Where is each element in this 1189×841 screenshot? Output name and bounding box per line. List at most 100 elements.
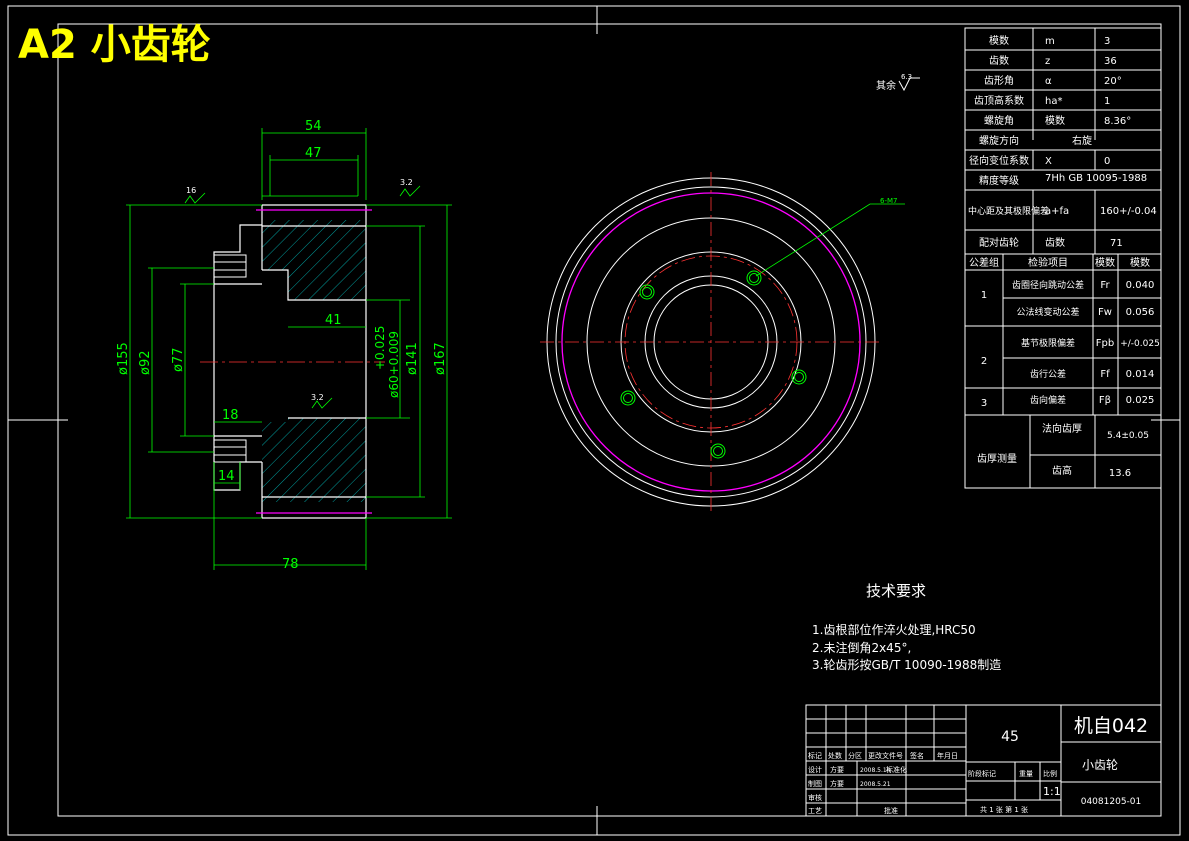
tapped-holes [213, 254, 247, 463]
tol-1-sym: Fw [1098, 307, 1112, 318]
tol-header-sym: 模数 [1095, 256, 1115, 269]
thickness-r1: 法向齿厚 [1042, 422, 1082, 435]
tol-4-sym: Fβ [1099, 395, 1111, 406]
dim-d141: ø141 [405, 342, 420, 375]
bolt-holes [620, 270, 807, 459]
tol-header-group: 公差组 [969, 256, 999, 269]
drawing-title: A2 小齿轮 [18, 22, 211, 68]
hatch-upper [262, 220, 366, 300]
tb-design-date: 2008.5.14 [860, 767, 891, 774]
param-6-sym: X [1045, 156, 1052, 167]
tb-check: 审核 [808, 793, 822, 802]
param-3-val: 1 [1104, 96, 1110, 107]
dim-d92: ø92 [138, 351, 153, 376]
param-9-label: 配对齿轮 [979, 236, 1019, 249]
tol-3-val: 0.014 [1126, 369, 1155, 380]
tol-3-sym: Ff [1100, 369, 1110, 380]
roughness-16: 16 [186, 186, 196, 195]
param-7-label: 精度等级 [979, 174, 1019, 187]
tol-0-val: 0.040 [1126, 280, 1155, 291]
tol-0-item: 齿圈径向跳动公差 [1012, 279, 1084, 291]
param-1-val: 36 [1104, 56, 1117, 67]
tb-standard: 标准化 [886, 765, 907, 774]
tol-2-item: 基节极限偏差 [1021, 337, 1075, 349]
requirements-title: 技术要求 [866, 582, 926, 600]
tb-code: 机自042 [1074, 715, 1148, 737]
title-block: 标记 处数 分区 更改文件号 签名 年月日 设计 方要 2008.5.14 标准… [805, 704, 1162, 817]
hole-leader [755, 203, 905, 277]
dim-47: 47 [305, 146, 322, 161]
tb-scale-label: 比例 [1043, 769, 1057, 778]
roughness-icon [898, 77, 920, 92]
tb-drawing-no: 04081205-01 [1081, 797, 1142, 807]
tb-h1: 处数 [828, 751, 842, 760]
part-outline [213, 204, 367, 519]
param-8-label: 中心距及其极限偏差 [968, 205, 1049, 217]
tol-2-group: 2 [981, 356, 987, 367]
tb-stage: 阶段标记 [968, 769, 996, 778]
requirement-2: 2.未注倒角2x45°, [812, 640, 911, 655]
dim-14: 14 [218, 469, 235, 484]
tb-scale: 1:1 [1043, 785, 1061, 798]
param-3-sym: ha* [1045, 96, 1062, 107]
tb-draw-date: 2008.5.21 [860, 781, 891, 788]
surface-rest-label: 其余 [876, 79, 896, 92]
param-6-label: 径向变位系数 [969, 154, 1029, 167]
dim-18: 18 [222, 408, 239, 423]
param-4-label: 螺旋角 [984, 114, 1014, 127]
tol-4-item: 齿向偏差 [1030, 394, 1066, 406]
section-view: 54 47 41 18 14 78 16 3.2 3.2 ø155 ø92 ø7… [116, 119, 452, 572]
tol-4-val: 0.025 [1126, 395, 1155, 406]
tol-0-group: 1 [981, 290, 987, 301]
thickness-label: 齿厚测量 [977, 452, 1017, 465]
tb-approve: 批准 [884, 806, 898, 815]
center-marks [8, 6, 1180, 835]
dim-d60: ø60+0.009 [387, 331, 401, 398]
param-6-val: 0 [1104, 156, 1110, 167]
param-0-sym: m [1045, 36, 1055, 47]
thickness-v2: 13.6 [1109, 468, 1131, 479]
thickness-r2: 齿高 [1052, 464, 1072, 477]
param-1-label: 齿数 [989, 54, 1009, 67]
tb-proc: 工艺 [808, 807, 822, 815]
dim-d167: ø167 [433, 342, 448, 375]
tb-design: 设计 [808, 765, 822, 774]
tol-3-item: 齿行公差 [1030, 368, 1066, 380]
param-4-val: 8.36° [1104, 116, 1131, 127]
dim-54: 54 [305, 119, 322, 134]
dim-d155: ø155 [116, 342, 131, 375]
thickness-v1: 5.4±0.05 [1107, 431, 1149, 441]
tb-design-name: 方要 [830, 765, 844, 774]
pitch-lines [256, 209, 372, 514]
tb-h0: 标记 [808, 751, 822, 760]
dim-d77: ø77 [171, 348, 186, 373]
tol-header-val: 模数 [1130, 256, 1150, 269]
tb-h3: 更改文件号 [868, 751, 903, 760]
param-3-label: 齿顶高系数 [974, 94, 1024, 107]
param-7-sym: 7Hh GB 10095-1988 [1045, 173, 1147, 184]
param-2-val: 20° [1104, 76, 1122, 87]
param-5-val: 右旋 [1072, 134, 1092, 147]
tol-1-item: 公法线变动公差 [1016, 306, 1079, 318]
technical-requirements: 技术要求 1.齿根部位作淬火处理,HRC50 2.未注倒角2x45°, 3.轮齿… [812, 582, 1001, 672]
front-view: 6-M7 [540, 172, 905, 512]
tb-draw: 制图 [808, 779, 822, 788]
hole-label: 6-M7 [880, 197, 897, 205]
surface-rest-value: 6.3 [901, 73, 912, 81]
tb-material: 45 [1001, 729, 1019, 745]
tb-h5: 年月日 [937, 751, 958, 760]
roughness-32b: 3.2 [311, 393, 324, 402]
param-0-val: 3 [1104, 36, 1110, 47]
front-centerlines [540, 172, 882, 512]
param-2-sym: α [1045, 76, 1052, 87]
dim-78: 78 [282, 557, 299, 572]
parameter-table: 模数 m 3 齿数 z 36 齿形角 α 20° 齿顶高系数 ha* 1 螺旋角… [964, 27, 1162, 489]
dim-d60-tol: +0.025 [373, 326, 387, 370]
tol-header-item: 检验项目 [1028, 256, 1068, 269]
param-8-val: 160+/-0.04 [1100, 206, 1157, 217]
requirement-1: 1.齿根部位作淬火处理,HRC50 [812, 622, 976, 637]
tol-1-val: 0.056 [1126, 307, 1155, 318]
tb-weight: 重量 [1019, 770, 1033, 778]
param-9-val: 71 [1110, 238, 1123, 249]
